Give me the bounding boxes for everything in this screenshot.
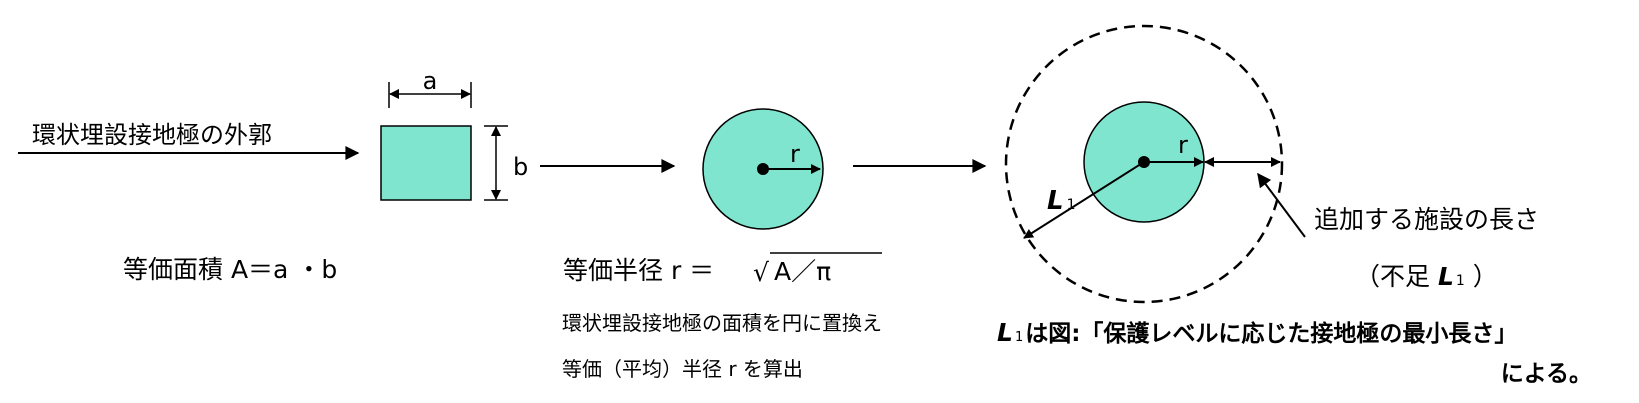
- radius-label: r: [790, 140, 800, 168]
- area-formula: 等価面積 A＝a ・b: [123, 255, 337, 284]
- replace-note-line2: 等価（平均）半径 r を算出: [562, 357, 803, 381]
- minimum-length-note-line2: による。: [1501, 361, 1592, 387]
- l1-arrow: [1023, 161, 1145, 239]
- dim-b-label: b: [513, 153, 528, 181]
- electrode-square: [380, 125, 472, 201]
- radius-formula-radicand: A／π: [774, 257, 831, 286]
- outer-label: 環状埋設接地極の外郭: [32, 121, 272, 149]
- dim-a-label: a: [423, 67, 438, 95]
- radius-formula-prefix: 等価半径 r ＝: [563, 256, 714, 285]
- minimum-length-dashed-circle: [1004, 24, 1284, 304]
- added-length-leader: [1257, 172, 1306, 238]
- result-radius-label: r: [1178, 131, 1188, 159]
- sqrt-sign: √: [753, 258, 769, 287]
- added-length-label: 追加する施設の長さ: [1314, 205, 1539, 234]
- replace-note-line1: 環状埋設接地極の面積を円に置換え: [562, 311, 882, 335]
